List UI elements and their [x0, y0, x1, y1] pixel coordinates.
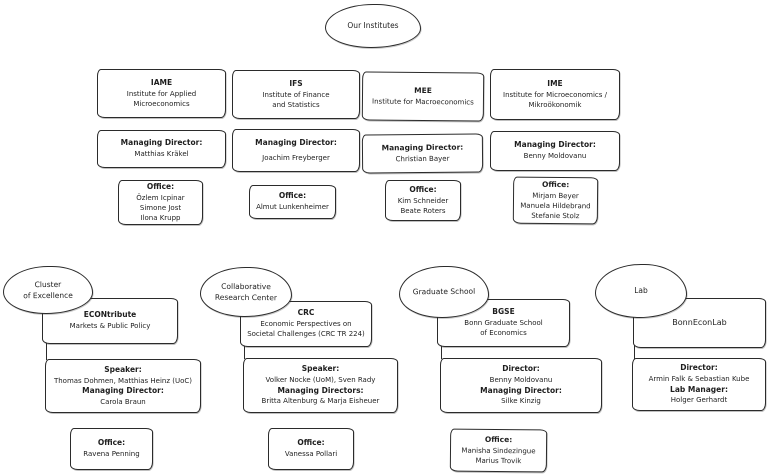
people-label: Managing Directors:: [277, 385, 364, 395]
people-label: Managing Director:: [82, 386, 164, 395]
office-names: Kim Schneider Beate Roters: [397, 196, 449, 215]
bonneconlab-people-box: Director: Armin Falk & Sebastian Kube La…: [632, 358, 766, 411]
group-name: Economic Perspectives on Societal Challe…: [247, 320, 365, 339]
bubble-label: Cluster of Excellence: [23, 279, 73, 301]
office-label: Office:: [297, 438, 325, 448]
office-box-ime: Office: Mirjam Beyer Manuela Hildebrand …: [512, 176, 599, 225]
institute-abbr: IAME: [150, 77, 173, 87]
people-label: Speaker:: [301, 364, 340, 374]
director-label: Managing Director:: [514, 140, 596, 150]
managing-director-box-ime: Managing Director: Benny Moldovanu: [490, 131, 620, 171]
office-names: Almut Lunkenheimer: [256, 203, 329, 212]
our-institutes-label: Our Institutes: [347, 21, 399, 31]
crc-people-box: Speaker: Volker Nocke (UoM), Sven Rady M…: [243, 358, 398, 413]
people-names: Benny Moldovanu: [489, 376, 553, 385]
bubble-label: Lab: [634, 286, 648, 296]
cluster-of-excellence-bubble: Cluster of Excellence: [2, 265, 94, 315]
director-name: Matthias Kräkel: [134, 150, 189, 159]
office-box-ifs: Office: Almut Lunkenheimer: [249, 185, 336, 219]
crc-office-box: Office: Vanessa Pollari: [268, 428, 354, 470]
people-label: Director:: [680, 363, 718, 373]
econtribute-box: ECONtribute Markets & Public Policy: [42, 298, 178, 344]
office-names: Ravena Penning: [83, 450, 140, 459]
econtribute-office-box: Office: Ravena Penning: [70, 428, 153, 470]
people-label: Managing Director:: [480, 385, 562, 395]
director-name: Benny Moldovanu: [523, 152, 587, 161]
managing-director-box-iame: Managing Director: Matthias Kräkel: [97, 130, 226, 168]
office-label: Office:: [409, 184, 437, 194]
people-names: Thomas Dohmen, Matthias Heinz (UoC): [53, 376, 193, 385]
bgse-office-box: Office: Manisha Sindezingue Marius Trovi…: [449, 428, 548, 473]
group-name: Bonn Graduate School of Economics: [464, 319, 543, 338]
bgse-people-box: Director: Benny Moldovanu Managing Direc…: [440, 358, 602, 413]
people-names: Silke Kinzig: [501, 397, 541, 406]
people-label: Director:: [502, 364, 540, 374]
director-name: Christian Bayer: [395, 154, 450, 164]
group-abbr: CRC: [297, 308, 315, 318]
director-label: Managing Director:: [381, 142, 464, 153]
office-names: Özlem Icpinar Simone Jost Ilona Krupp: [136, 193, 185, 223]
office-box-iame: Office: Özlem Icpinar Simone Jost Ilona …: [118, 180, 203, 225]
managing-director-box-ifs: Managing Director: Joachim Freyberger: [232, 129, 360, 172]
bubble-label: Graduate School: [412, 287, 476, 297]
collaborative-research-center-bubble: Collaborative Research Center: [199, 266, 293, 318]
institute-box-ime: IME Institute for Microeconomics / Mikro…: [490, 69, 620, 120]
managing-director-box-mee: Managing Director: Christian Bayer: [361, 133, 484, 174]
institute-name: Institute for Microeconomics / Mikroökon…: [503, 90, 607, 109]
institute-name: Institute of Finance and Statistics: [262, 90, 330, 109]
our-institutes-bubble: Our Institutes: [325, 4, 421, 48]
econtribute-people-box: Speaker: Thomas Dohmen, Matthias Heinz (…: [45, 359, 201, 413]
office-box-mee: Office: Kim Schneider Beate Roters: [385, 180, 461, 221]
institute-box-mee: MEE Institute for Macroeconomics: [361, 71, 485, 122]
office-label: Office:: [97, 438, 126, 448]
people-names: Volker Nocke (UoM), Sven Rady: [265, 376, 376, 385]
office-names: Mirjam Beyer Manuela Hildebrand Stefanie…: [520, 191, 591, 221]
lab-bubble: Lab: [595, 264, 687, 318]
graduate-school-bubble: Graduate School: [398, 265, 490, 319]
crc-box: CRC Economic Perspectives on Societal Ch…: [240, 301, 372, 347]
director-label: Managing Director:: [255, 137, 337, 147]
institute-abbr: IME: [547, 78, 563, 88]
group-abbr: BGSE: [492, 307, 515, 317]
office-names: Vanessa Pollari: [284, 450, 338, 459]
group-name: Markets & Public Policy: [69, 322, 151, 331]
group-abbr: BonnEconLab: [672, 318, 727, 328]
people-names: Carola Braun: [100, 397, 146, 406]
office-label: Office:: [541, 179, 570, 189]
people-names: Britta Altenburg & Marja Eisheuer: [261, 397, 380, 406]
institute-abbr: IFS: [289, 78, 303, 88]
institute-name: Institute for Applied Microeconomics: [126, 89, 197, 108]
people-names: Holger Gerhardt: [670, 396, 728, 405]
institute-abbr: MEE: [414, 85, 432, 96]
institute-box-iame: IAME Institute for Applied Microeconomic…: [97, 69, 226, 118]
group-abbr: ECONtribute: [83, 310, 137, 320]
director-label: Managing Director:: [120, 138, 203, 148]
people-label: Lab Manager:: [670, 384, 728, 394]
institute-box-ifs: IFS Institute of Finance and Statistics: [232, 70, 360, 119]
office-label: Office:: [278, 191, 307, 201]
bubble-label: Collaborative Research Center: [214, 281, 278, 303]
people-label: Speaker:: [104, 364, 142, 374]
office-label: Office:: [484, 434, 513, 445]
director-name: Joachim Freyberger: [262, 153, 330, 162]
office-label: Office:: [146, 181, 175, 191]
institute-name: Institute for Macroeconomics: [372, 97, 474, 107]
people-names: Armin Falk & Sebastian Kube: [648, 375, 750, 384]
office-names: Manisha Sindezingue Marius Trovik: [461, 446, 536, 466]
